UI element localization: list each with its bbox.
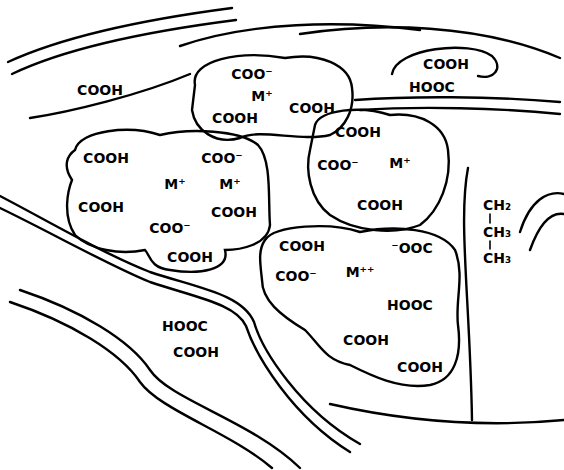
- group-label: HOOC: [409, 80, 455, 94]
- fiber-strand: [30, 74, 190, 118]
- fiber-strand: [330, 404, 564, 423]
- group-label: ⁻OOC: [391, 241, 432, 255]
- group-label: COO⁻: [201, 151, 242, 165]
- group-label: COOH: [343, 333, 389, 347]
- group-label: COOH: [77, 83, 123, 97]
- group-label: M⁺: [389, 156, 410, 170]
- group-label: COOH: [357, 198, 403, 212]
- fiber-strand: [530, 214, 564, 250]
- fiber-strand: [300, 27, 560, 58]
- humic-particle: COO⁻M⁺COOHCOOH: [185, 45, 360, 150]
- group-label: COOH: [83, 151, 129, 165]
- group-label: CH₂: [483, 198, 511, 212]
- group-label: COOH: [78, 200, 124, 214]
- group-label: CH₃: [483, 225, 511, 239]
- humic-particle: COOH COO⁻ M⁺ COOH: [302, 105, 457, 237]
- fiber-strand: [12, 20, 236, 74]
- particle-outline: [308, 110, 449, 231]
- group-label: COOH: [173, 345, 219, 359]
- group-label: COO⁻: [149, 221, 190, 235]
- group-label: COOH: [397, 360, 443, 374]
- group-label: CH₃: [483, 251, 511, 265]
- group-label: M⁺: [219, 177, 240, 191]
- particle-outline: [67, 130, 270, 272]
- group-label: M⁺: [251, 89, 272, 103]
- humic-particle: COOH ⁻OOC COO⁻ M⁺⁺ HOOC COOH COOH: [255, 220, 467, 392]
- group-label: HOOC: [162, 319, 208, 333]
- chemical-bond: [489, 214, 491, 223]
- fiber-strand: [10, 302, 272, 468]
- humic-particle: COOH COO⁻ M⁺ M⁺ COOH COO⁻ COOH COOH: [60, 122, 275, 277]
- fiber-strand: [360, 108, 560, 114]
- fiber-strand: [464, 168, 472, 420]
- group-label: COOH: [167, 250, 213, 264]
- fiber-strand: [392, 48, 497, 77]
- group-label: COOH: [212, 111, 258, 125]
- group-label: COO⁻: [317, 158, 358, 172]
- fiber-strand: [20, 290, 300, 468]
- group-label: COOH: [335, 125, 381, 139]
- fiber-strand: [8, 8, 232, 62]
- fiber-strand: [355, 97, 560, 102]
- particle-outline: [260, 226, 459, 386]
- group-label: COO⁻: [275, 269, 316, 283]
- particle-outline: [192, 55, 353, 139]
- group-label: COOH: [279, 239, 325, 253]
- group-label: COOH: [423, 57, 469, 71]
- chemical-bond: [489, 241, 491, 249]
- group-label: HOOC: [387, 298, 433, 312]
- group-label: COO⁻: [231, 67, 272, 81]
- fiber-strand: [0, 208, 350, 452]
- group-label: COOH: [211, 205, 257, 219]
- group-label: M⁺⁺: [346, 265, 375, 279]
- group-label: M⁺: [164, 177, 185, 191]
